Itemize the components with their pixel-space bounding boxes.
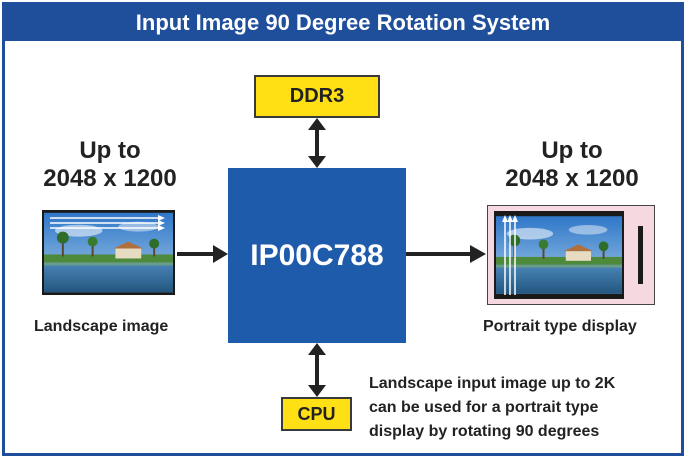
rotation-note: Landscape input image up to 2K can be us… (369, 372, 669, 444)
chip-ip00c788: IP00C788 (228, 168, 406, 343)
left-resolution-label: Up to 2048 x 1200 (0, 137, 220, 193)
right-resolution-line1: Up to (541, 137, 603, 164)
left-resolution-line2: 2048 x 1200 (43, 165, 177, 192)
portrait-caption: Portrait type display (483, 318, 637, 335)
arrow-landscape-to-chip (177, 245, 228, 263)
note-line-3: display by rotating 90 degrees (369, 423, 600, 440)
note-line-2: can be used for a portrait type (369, 399, 599, 416)
arrow-chip-cpu-bidirectional (308, 343, 326, 397)
display-edge-bar (638, 226, 643, 284)
cpu-box: CPU (281, 397, 352, 431)
diagram-title: Input Image 90 Degree Rotation System (5, 5, 681, 41)
arrow-chip-to-display (406, 245, 486, 263)
note-line-1: Landscape input image up to 2K (369, 375, 616, 392)
landscape-image-icon (42, 210, 175, 295)
landscape-caption: Landscape image (34, 318, 169, 335)
ddr3-box: DDR3 (254, 75, 380, 118)
left-resolution-line1: Up to (79, 137, 141, 164)
portrait-image-icon (494, 211, 624, 299)
right-resolution-line2: 2048 x 1200 (505, 165, 639, 192)
arrow-ddr3-chip-bidirectional (308, 118, 326, 168)
right-resolution-label: Up to 2048 x 1200 (462, 137, 682, 193)
